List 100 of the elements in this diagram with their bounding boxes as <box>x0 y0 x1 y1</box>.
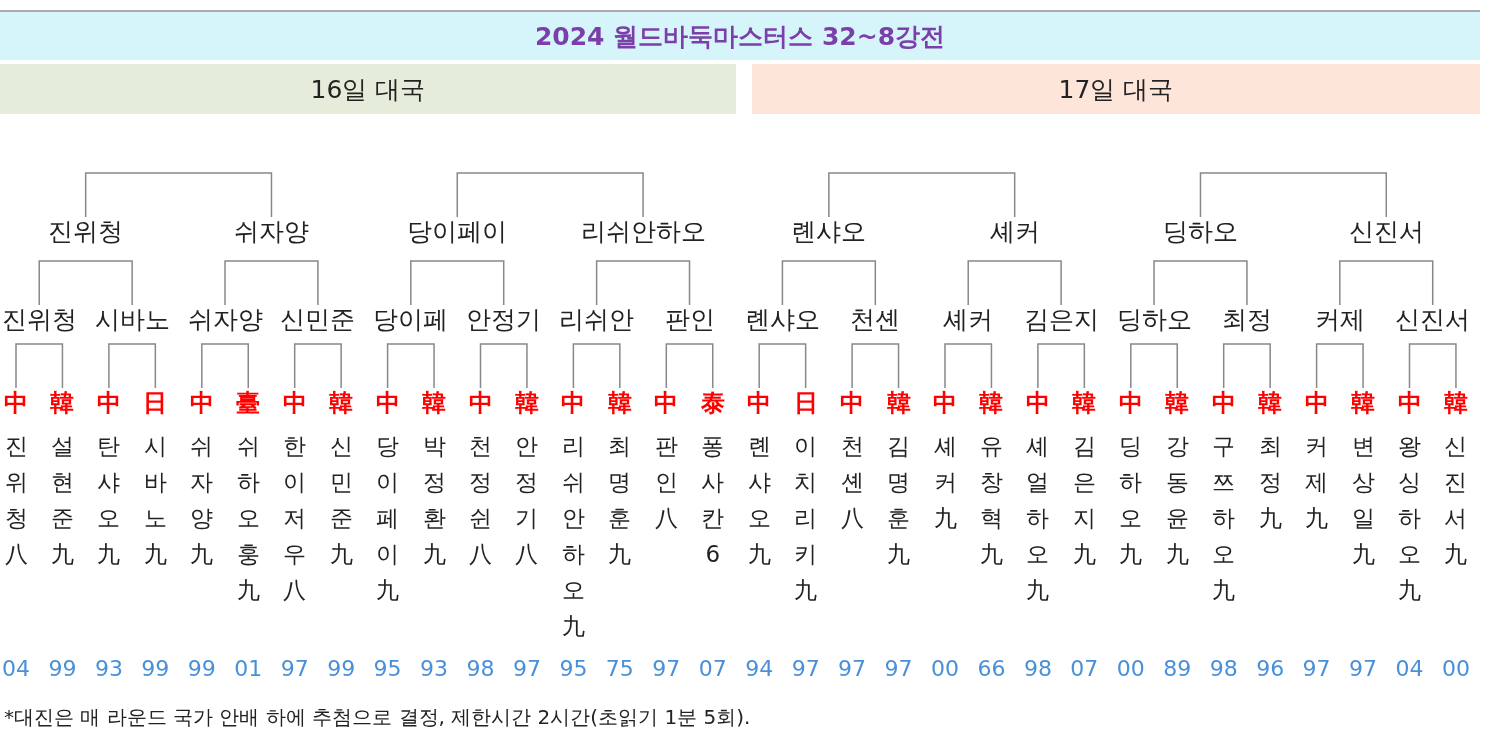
bracket-line <box>851 343 900 389</box>
country-label: 臺 <box>235 388 262 418</box>
player-name: 유창혁九 <box>978 432 1004 569</box>
country-label: 日 <box>792 388 819 418</box>
day-band: 16일 대국 <box>0 64 736 114</box>
birth-year: 89 <box>1162 655 1193 683</box>
bracket-line <box>758 343 807 389</box>
player-name: 시바노 <box>86 305 179 335</box>
player-name: 판인 <box>643 305 736 335</box>
title-band: 2024 월드바둑마스터스 32~8강전 <box>0 10 1480 60</box>
player-name: 쉬하오훙九 <box>235 432 261 605</box>
player-name: 설현준九 <box>49 432 75 569</box>
player-name: 롄샤오 <box>748 217 909 247</box>
player-name: 진위청 <box>5 217 166 247</box>
birth-year: 07 <box>697 655 728 683</box>
country-label: 中 <box>1303 388 1330 418</box>
birth-year: 97 <box>837 655 868 683</box>
country-label: 韓 <box>1164 388 1191 418</box>
player-name: 신민준九 <box>328 432 354 569</box>
player-name: 리쉬안 <box>550 305 643 335</box>
player-name: 신진서 <box>1386 305 1479 335</box>
birth-year: 66 <box>976 655 1007 683</box>
country-label: 韓 <box>1071 388 1098 418</box>
player-name: 딩하오 <box>1108 305 1200 335</box>
bracket-line <box>84 172 273 218</box>
birth-year: 95 <box>372 655 403 683</box>
birth-year: 97 <box>883 655 914 683</box>
country-label: 韓 <box>978 388 1005 418</box>
birth-year: 00 <box>930 655 960 683</box>
player-name: 판인八 <box>653 432 679 533</box>
player-name: 천정쉰八 <box>468 432 493 569</box>
player-name: 왕싱하오九 <box>1397 432 1422 605</box>
birth-year: 97 <box>511 655 542 683</box>
player-name: 진위청 <box>0 305 86 335</box>
bracket-line <box>967 260 1062 306</box>
country-label: 日 <box>142 388 169 418</box>
birth-year: 98 <box>1022 655 1053 683</box>
bracket-line <box>1199 172 1387 218</box>
bracket-line <box>1339 260 1434 306</box>
player-name: 당이페이九 <box>375 432 401 605</box>
player-name: 커제九 <box>1304 432 1330 533</box>
birth-year: 96 <box>1255 655 1286 683</box>
bracket-line <box>38 260 133 306</box>
birth-year: 99 <box>140 655 171 683</box>
player-name: 리쉬안하오九 <box>560 432 586 641</box>
country-label: 韓 <box>1257 388 1284 418</box>
bracket-line <box>595 260 691 306</box>
bracket-line <box>1222 343 1271 389</box>
player-name: 탄샤오九 <box>96 432 122 569</box>
player-name: 딩하오 <box>1120 217 1281 247</box>
birth-year: 99 <box>326 655 357 683</box>
player-name: 신진서 <box>1306 217 1467 247</box>
player-name: 롄샤오 <box>736 305 829 335</box>
footnote: *대진은 매 라운드 국가 안배 하에 추첨으로 결정, 제한시간 2시간(초읽기 1분 5회). <box>4 704 751 731</box>
bracket-line <box>201 343 249 389</box>
country-label: 中 <box>188 388 215 418</box>
player-name: 천셴八 <box>839 432 865 533</box>
player-name: 최정 <box>1200 305 1293 335</box>
bracket-line <box>293 343 342 389</box>
bracket-line <box>944 343 993 389</box>
bracket-line <box>224 260 319 306</box>
player-name: 당이페 <box>364 305 457 335</box>
country-label: 中 <box>932 388 958 418</box>
birth-year: 93 <box>419 655 450 683</box>
country-label: 中 <box>746 388 773 418</box>
country-label: 中 <box>1396 388 1423 418</box>
bracket-line <box>386 343 435 389</box>
player-name: 쉬자양九 <box>189 432 215 569</box>
country-label: 韓 <box>49 388 76 418</box>
country-label: 韓 <box>1442 388 1469 418</box>
country-label: 中 <box>560 388 587 418</box>
player-name: 안정기八 <box>514 432 540 569</box>
player-name: 한이저우八 <box>282 432 308 605</box>
birth-year: 99 <box>186 655 217 683</box>
player-name: 김은지 <box>1015 305 1108 335</box>
player-name: 당이페이 <box>377 217 538 247</box>
country-label: 中 <box>839 388 866 418</box>
player-name: 셰커 <box>934 217 1095 247</box>
player-name: 리쉬안하오 <box>563 217 724 247</box>
bracket-line <box>479 343 528 389</box>
country-label: 中 <box>281 388 308 418</box>
player-name: 쉬자양 <box>191 217 352 247</box>
country-label: 韓 <box>421 388 448 418</box>
bracket-line <box>1315 343 1364 389</box>
player-name: 김은지九 <box>1071 432 1097 569</box>
country-label: 泰 <box>699 388 726 418</box>
bracket-line <box>15 343 64 389</box>
country-label: 韓 <box>513 388 540 418</box>
country-label: 韓 <box>328 388 355 418</box>
player-name: 변상일九 <box>1350 432 1376 569</box>
birth-year: 95 <box>558 655 589 683</box>
bracket-line <box>1408 343 1457 389</box>
birth-year: 04 <box>1 655 31 683</box>
player-name: 김명훈九 <box>886 432 912 569</box>
bracket-line <box>665 343 714 389</box>
player-name: 셰얼하오九 <box>1025 432 1051 605</box>
player-name: 최명훈九 <box>607 432 633 569</box>
player-name: 셰커 <box>922 305 1015 335</box>
birth-year: 07 <box>1069 655 1100 683</box>
country-label: 韓 <box>1350 388 1377 418</box>
